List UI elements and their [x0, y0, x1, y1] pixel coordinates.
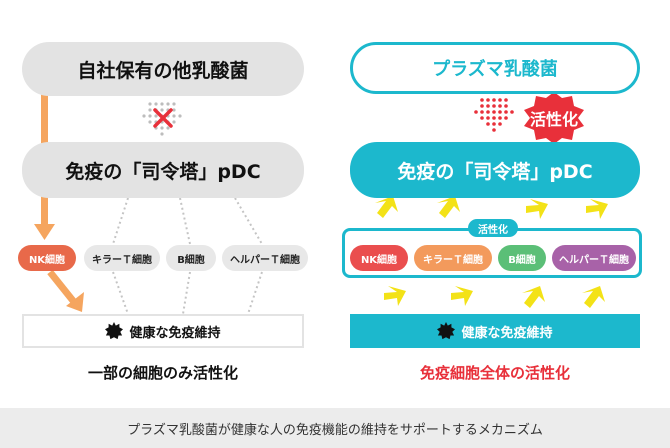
left-result-box: 健康な免疫維持 [22, 314, 304, 348]
left-top-pill: 自社保有の他乳酸菌 [22, 42, 304, 96]
left-pdc-pill: 免疫の「司令塔」pDC [22, 142, 304, 198]
yellow-arrows-to-cells [375, 196, 608, 219]
left-cell-nk: NK細胞 [18, 245, 76, 271]
left-top-label: 自社保有の他乳酸菌 [77, 59, 249, 82]
right-cell-killer-t: キラーＴ細胞 [414, 245, 492, 271]
activate-burst-shape [524, 92, 584, 144]
left-pdc-label: 免疫の「司令塔」pDC [65, 160, 261, 183]
left-caption: 一部の細胞のみ活性化 [87, 364, 238, 382]
red-dotted-down-arrow [474, 98, 514, 132]
burst-icon [437, 322, 456, 340]
right-cell-nk: NK細胞 [350, 245, 408, 271]
footer-caption: プラズマ乳酸菌が健康な人の免疫機能の維持をサポートするメカニズム [0, 408, 670, 448]
right-pdc-pill: 免疫の「司令塔」pDC [350, 142, 640, 198]
right-result-label: 健康な免疫維持 [461, 325, 553, 341]
yellow-arrows-to-result [384, 286, 605, 308]
orange-arrow-to-result [47, 269, 84, 312]
cross-icon [153, 108, 173, 128]
cells-activate-badge: 活性化 [468, 219, 518, 237]
right-caption: 免疫細胞全体の活性化 [419, 364, 570, 382]
left-cell-helper-t: ヘルパーＴ細胞 [222, 245, 308, 271]
burst-icon [105, 322, 124, 340]
left-cell-b: B細胞 [166, 245, 216, 271]
right-result-box: 健康な免疫維持 [350, 314, 640, 348]
right-cell-b: B細胞 [498, 245, 546, 271]
right-cell-helper-t: ヘルパーＴ細胞 [552, 245, 636, 271]
right-top-label: プラズマ乳酸菌 [432, 59, 558, 80]
footer-text: プラズマ乳酸菌が健康な人の免疫機能の維持をサポートするメカニズム [127, 422, 543, 438]
left-result-label: 健康な免疫維持 [129, 325, 221, 341]
activate-badge: 活性化 [529, 110, 578, 129]
dotted-lines-to-cells [112, 197, 263, 315]
left-cell-killer-t: キラーＴ細胞 [84, 245, 160, 271]
right-pdc-label: 免疫の「司令塔」pDC [397, 160, 593, 183]
right-top-pill: プラズマ乳酸菌 [350, 42, 640, 94]
